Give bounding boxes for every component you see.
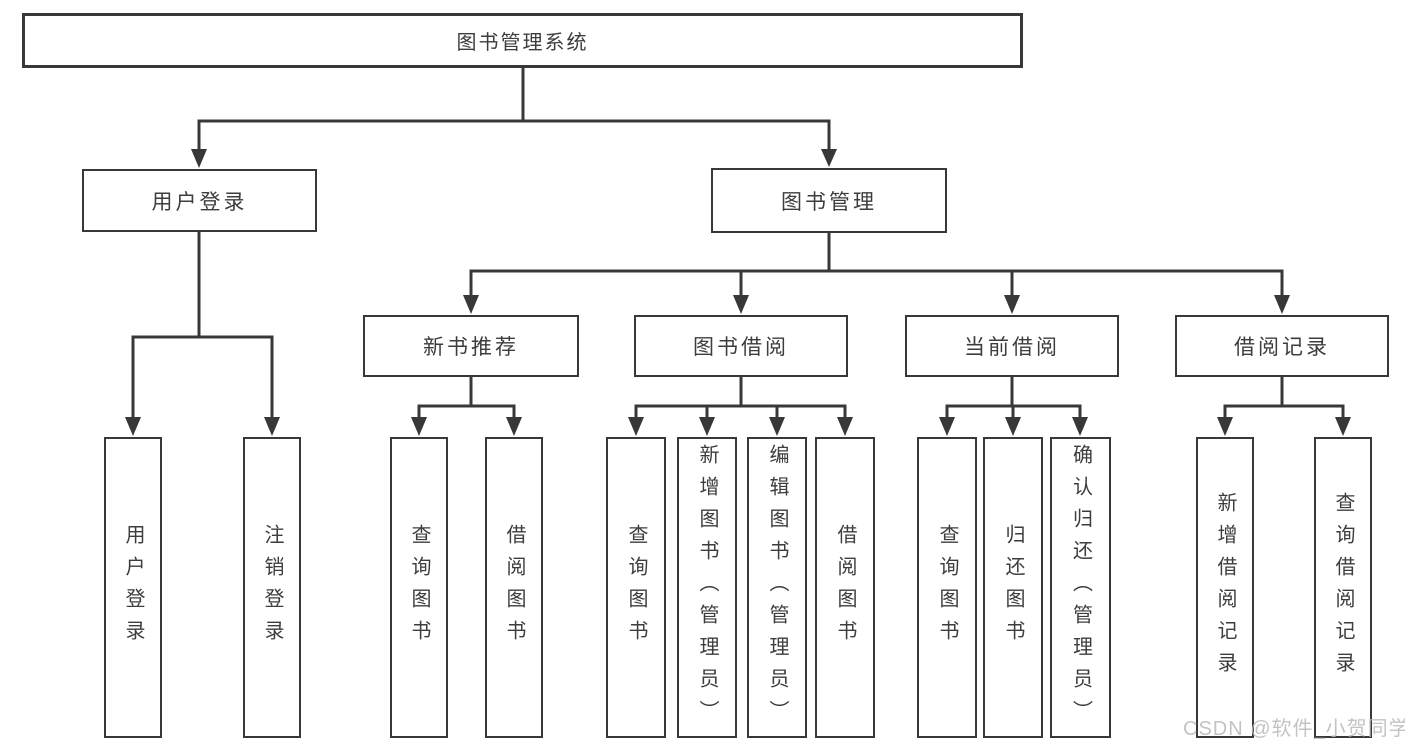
node-borrow-record: 借阅记录 (1175, 315, 1389, 377)
connector-record-to-leaves (1223, 375, 1345, 432)
arrowheads (125, 149, 1351, 436)
node-label: 查询图书 (625, 523, 647, 652)
leaf-query-books-current: 查询图书 (917, 437, 977, 738)
node-label: 用户登录 (122, 523, 144, 652)
node-user-login: 用户登录 (82, 169, 317, 232)
leaf-return-book: 归还图书 (983, 437, 1043, 738)
leaf-user-login: 用户登录 (104, 437, 162, 738)
node-new-book-recommend: 新书推荐 (363, 315, 579, 377)
node-book-borrow: 图书借阅 (634, 315, 848, 377)
connector-root-to-level2 (197, 66, 831, 164)
connector-borrow-to-leaves (634, 375, 847, 432)
leaf-confirm-return-admin: 确认归还（管理员） (1050, 437, 1111, 738)
leaf-add-borrow-record: 新增借阅记录 (1196, 437, 1254, 738)
node-label: 查询借阅记录 (1332, 491, 1354, 684)
node-label: 新增图书（管理员） (696, 443, 718, 732)
node-label: 图书借阅 (693, 336, 789, 359)
leaf-query-borrow-record: 查询借阅记录 (1314, 437, 1372, 738)
leaf-logout-login: 注销登录 (243, 437, 301, 738)
node-label: 图书管理系统 (456, 32, 589, 54)
node-label: 编辑图书（管理员） (766, 443, 788, 732)
leaf-edit-book-admin: 编辑图书（管理员） (747, 437, 807, 738)
node-label: 查询图书 (408, 523, 430, 652)
node-label: 借阅图书 (503, 523, 525, 652)
node-label: 当前借阅 (964, 336, 1060, 359)
node-label: 新增借阅记录 (1214, 491, 1236, 684)
node-label: 借阅图书 (834, 523, 856, 652)
leaf-borrow-books-borrow: 借阅图书 (815, 437, 875, 738)
node-label: 用户登录 (151, 190, 248, 214)
node-library-system: 图书管理系统 (22, 13, 1023, 68)
node-label: 注销登录 (261, 523, 283, 652)
connector-bookmgmt-to-level3 (469, 231, 1284, 310)
node-label: 查询图书 (936, 523, 958, 652)
leaf-query-books-recommend: 查询图书 (390, 437, 448, 738)
node-label: 借阅记录 (1234, 336, 1330, 359)
leaf-borrow-books-recommend: 借阅图书 (485, 437, 543, 738)
leaf-query-books-borrow: 查询图书 (606, 437, 666, 738)
connector-newbook-to-leaves (417, 375, 516, 432)
node-label: 确认归还（管理员） (1069, 443, 1092, 732)
node-label: 图书管理 (781, 190, 877, 214)
connector-userlogin-to-leaves (131, 232, 274, 432)
node-current-borrow: 当前借阅 (905, 315, 1119, 377)
node-book-management: 图书管理 (711, 168, 947, 233)
node-label: 新书推荐 (423, 336, 519, 359)
node-label: 归还图书 (1002, 523, 1024, 652)
leaf-add-book-admin: 新增图书（管理员） (677, 437, 737, 738)
csdn-watermark: CSDN @软件_小贺同学 (1183, 718, 1405, 740)
